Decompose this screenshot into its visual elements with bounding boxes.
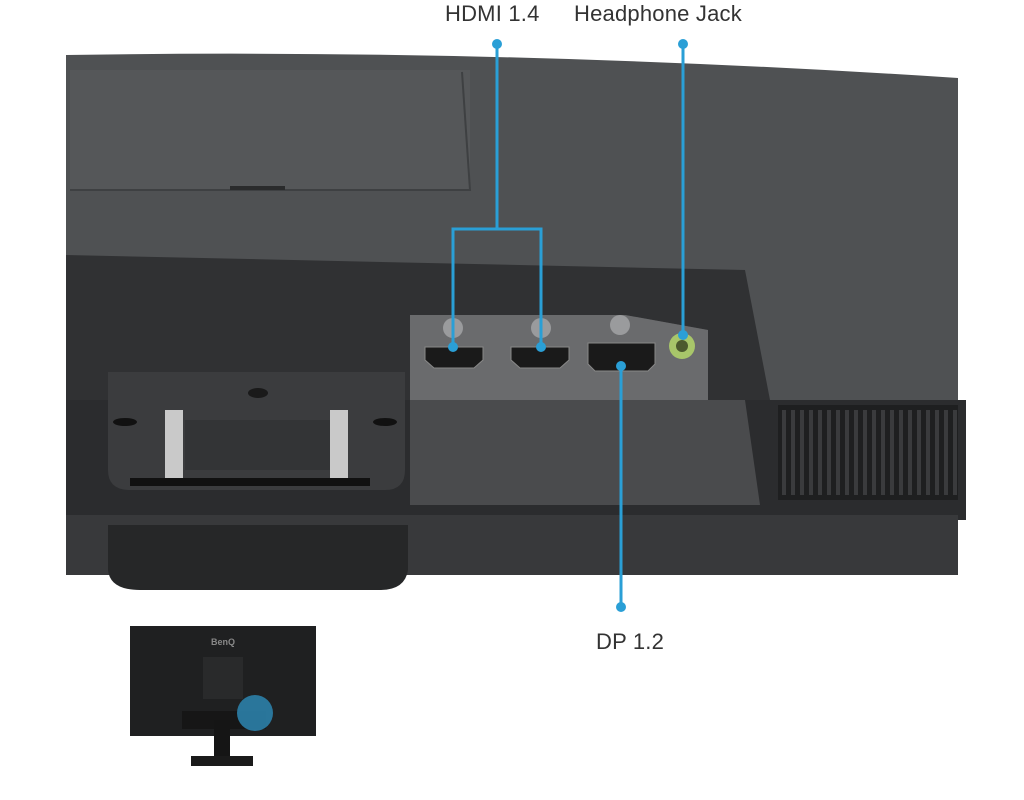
headphone-jack-port <box>669 333 695 359</box>
vent-slot <box>836 410 840 495</box>
vent-grille <box>778 405 958 500</box>
vent-slot <box>908 410 912 495</box>
vent-slot <box>809 410 813 495</box>
vent-slot <box>863 410 867 495</box>
vent-slot <box>899 410 903 495</box>
vent-slot <box>935 410 939 495</box>
brand-logo: BenQ <box>211 637 235 647</box>
vent-slot <box>845 410 849 495</box>
monitor-thumbnail: BenQ <box>130 626 316 766</box>
headphone-jack-label: Headphone Jack <box>574 1 742 26</box>
vent-slot <box>917 410 921 495</box>
vent-slot <box>953 410 957 495</box>
vent-slot <box>791 410 795 495</box>
hdmi-port-2 <box>510 318 570 369</box>
vent-slot <box>800 410 804 495</box>
port-location-highlight <box>237 695 273 731</box>
vent-slot <box>782 410 786 495</box>
vent-slot <box>854 410 858 495</box>
displayport-port <box>587 315 656 372</box>
vent-slot <box>881 410 885 495</box>
vent-slot <box>827 410 831 495</box>
vent-slot <box>818 410 822 495</box>
hdmi-label: HDMI 1.4 <box>445 1 540 26</box>
vent-slot <box>926 410 930 495</box>
hdmi-callout <box>451 44 543 347</box>
vent-slot <box>890 410 894 495</box>
stand-neck <box>108 525 408 590</box>
vent-slot <box>872 410 876 495</box>
dp-label: DP 1.2 <box>596 629 665 654</box>
vesa-cover <box>70 70 470 190</box>
vent-slot <box>944 410 948 495</box>
